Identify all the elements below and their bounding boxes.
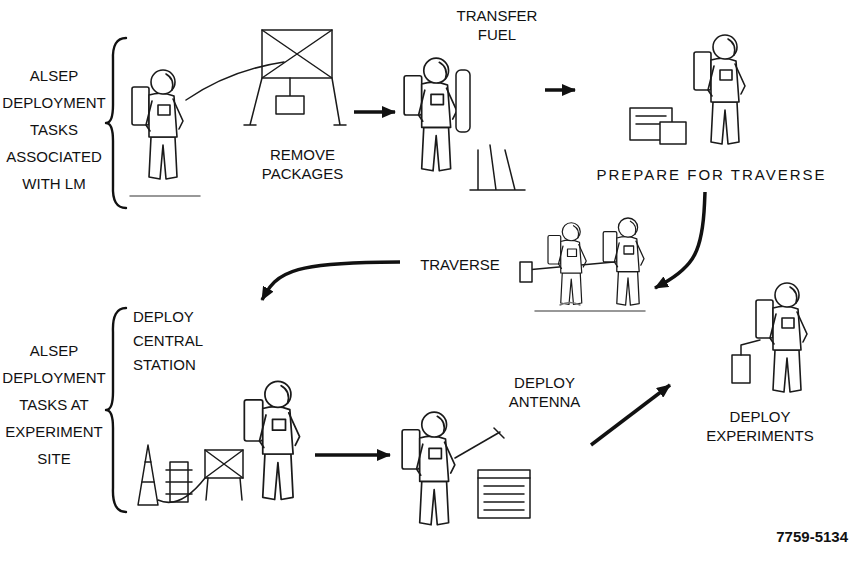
package-handle bbox=[741, 340, 760, 355]
step-label: REMOVE PACKAGES bbox=[255, 145, 350, 183]
step-label: DEPLOY CENTRAL STATION bbox=[133, 305, 228, 377]
antenna-mast bbox=[138, 445, 158, 505]
antenna-rod bbox=[494, 428, 504, 438]
astronaut bbox=[404, 58, 457, 171]
astronaut bbox=[756, 283, 807, 392]
astronaut bbox=[244, 381, 299, 499]
task-step: TRANSFER FUEL bbox=[395, 2, 545, 195]
flow-arrow bbox=[262, 262, 400, 300]
ground bbox=[130, 195, 200, 197]
astronaut bbox=[694, 35, 745, 144]
astronaut bbox=[548, 223, 586, 305]
central-station bbox=[205, 450, 243, 500]
task-step: TRAVERSE bbox=[400, 210, 655, 315]
bracket bbox=[106, 308, 126, 512]
task-step: PREPARE FOR TRAVERSE bbox=[575, 20, 848, 192]
fuel-cask bbox=[456, 70, 470, 132]
group-label: ALSEP DEPLOYMENT TASKS AT EXPERIMENT SIT… bbox=[2, 337, 106, 472]
flow-arrow bbox=[354, 110, 395, 114]
central-station bbox=[484, 486, 524, 510]
task-step: DEPLOY ANTENNA bbox=[390, 370, 591, 545]
step-label: TRANSFER FUEL bbox=[453, 6, 541, 44]
package bbox=[520, 262, 532, 282]
flow-arrow bbox=[545, 88, 575, 92]
astronaut bbox=[132, 70, 183, 179]
cable bbox=[158, 478, 205, 502]
ground bbox=[535, 303, 645, 312]
antenna-rod bbox=[455, 432, 500, 458]
flow-arrow bbox=[315, 453, 390, 457]
task-step: DEPLOY EXPERIMENTS bbox=[670, 275, 850, 450]
step-label: DEPLOY ANTENNA bbox=[502, 373, 587, 411]
step-label: DEPLOY EXPERIMENTS bbox=[685, 407, 835, 445]
flow-arrow bbox=[591, 385, 670, 445]
hook-line bbox=[289, 78, 291, 96]
task-step: DEPLOY CENTRAL STATION bbox=[125, 300, 315, 515]
lanyard bbox=[186, 62, 284, 100]
task-step: REMOVE PACKAGES bbox=[125, 20, 354, 205]
flow-arrow bbox=[655, 192, 705, 288]
bracket bbox=[106, 38, 126, 208]
group-label: ALSEP DEPLOYMENT TASKS ASSOCIATED WITH L… bbox=[2, 62, 106, 197]
rtg-fins bbox=[166, 470, 192, 494]
sunshield bbox=[478, 470, 530, 478]
antenna-mast bbox=[142, 462, 154, 482]
step-label: PREPARE FOR TRAVERSE bbox=[580, 165, 843, 184]
figure-number: 7759-5134 bbox=[736, 527, 848, 546]
experiment-package bbox=[732, 355, 750, 383]
astronaut bbox=[603, 218, 644, 305]
central-station bbox=[478, 478, 530, 518]
astronaut bbox=[402, 412, 455, 525]
step-label: TRAVERSE bbox=[405, 255, 515, 274]
lm-structure bbox=[244, 30, 346, 125]
lm-footpad bbox=[470, 145, 525, 190]
package bbox=[276, 96, 304, 114]
package bbox=[660, 122, 686, 144]
